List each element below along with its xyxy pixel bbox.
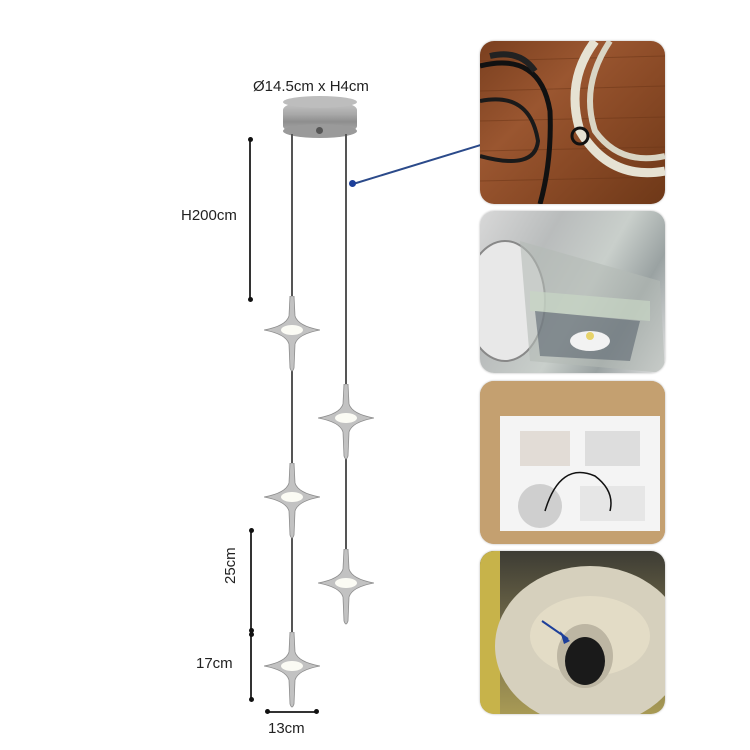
dimension-endpoint xyxy=(249,528,254,533)
width-dimension-line xyxy=(267,711,317,713)
pendant-light-1 xyxy=(264,296,320,372)
dimension-endpoint xyxy=(314,709,319,714)
dimension-endpoint xyxy=(248,137,253,142)
crystal-illustration xyxy=(480,240,665,373)
packaging-illustration xyxy=(480,381,665,544)
dimension-endpoint xyxy=(265,709,270,714)
pendant-light-5 xyxy=(264,632,320,708)
dimension-endpoint xyxy=(249,628,254,633)
cables-illustration xyxy=(480,41,665,204)
pendant-light-4 xyxy=(318,549,374,625)
callout-connector-line xyxy=(352,143,483,185)
pendant-light-3 xyxy=(264,463,320,539)
dimension-endpoint xyxy=(249,697,254,702)
pendant-width-label: 13cm xyxy=(268,720,305,737)
cord-left xyxy=(291,134,293,694)
height-dimension-line xyxy=(250,634,252,699)
pendant-height-label: 17cm xyxy=(196,655,233,672)
dimension-endpoint xyxy=(248,297,253,302)
canopy-dimension-label: Ø14.5cm x H4cm xyxy=(253,78,369,95)
cord-length-label: H200cm xyxy=(181,207,237,224)
callout-dot xyxy=(349,180,356,187)
pendant-light-2 xyxy=(318,384,374,460)
socket-illustration xyxy=(480,551,665,714)
crystal-closeup-photo xyxy=(480,211,665,373)
cord-right xyxy=(345,134,347,614)
spacing-dimension-line xyxy=(250,530,252,630)
dimension-endpoint xyxy=(249,632,254,637)
cables-photo xyxy=(480,41,665,204)
cord-length-dimension-line xyxy=(249,139,251,299)
packaging-photo xyxy=(480,381,665,544)
spacing-label: 25cm xyxy=(222,547,239,584)
canopy-top xyxy=(283,96,357,108)
canopy-screw-icon xyxy=(316,127,323,134)
chrome-socket-photo xyxy=(480,551,665,714)
